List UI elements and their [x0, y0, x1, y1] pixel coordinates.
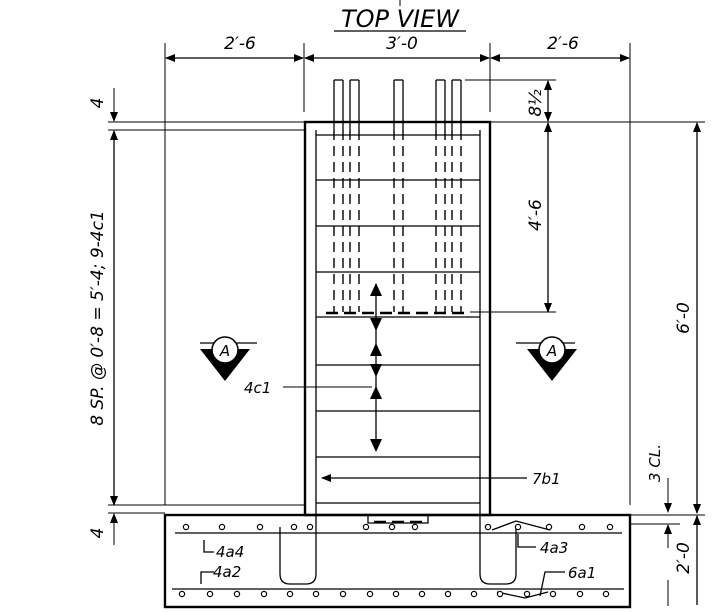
- right-width-label: 2′-6: [547, 34, 579, 54]
- section-marker-right: [516, 336, 577, 381]
- drawing-title: TOP VIEW: [341, 5, 460, 33]
- top-dimension-line: [164, 43, 631, 505]
- dowel-bars-hidden: [333, 130, 462, 312]
- wall-stem-outline: [303, 120, 492, 517]
- spacing-label: 8 SP. @ 0′-8 = 5′-4; 9-4c1: [88, 210, 108, 426]
- bar-a3-callout: 4a3: [540, 539, 568, 557]
- dowel-hook-right: [479, 515, 517, 585]
- bar-a1-callout: 6a1: [568, 564, 596, 582]
- dowel-bars: [333, 79, 462, 130]
- top-bar-dots: [182, 523, 614, 531]
- left-vertical-dimension: [108, 88, 304, 545]
- section-marker-left-label: A: [219, 342, 230, 360]
- footing-depth-label: 2′-0: [674, 542, 694, 574]
- bar-length-label: 4′-6: [526, 199, 546, 231]
- section-marker-right-label: A: [546, 342, 557, 360]
- left-width-label: 2′-6: [224, 34, 256, 54]
- overall-dimension: [490, 121, 705, 514]
- bottom-bar-dots: [178, 590, 610, 598]
- bar-a4-callout: 4a4: [216, 543, 244, 561]
- stirrup-spacing-arrows: [370, 283, 382, 452]
- bar-a1-leader: [539, 571, 565, 597]
- top-offset-label: 4: [88, 98, 108, 109]
- stirrup-bars: [316, 134, 480, 504]
- bottom-offset-label: 4: [88, 528, 108, 539]
- clearance-label: 3 CL.: [646, 444, 664, 482]
- overall-length-label: 6′-0: [674, 302, 694, 334]
- bar-a2-leader: [200, 571, 214, 584]
- dowel-hook-left: [279, 515, 317, 585]
- section-marker-left: [200, 336, 257, 381]
- center-width-label: 3′-0: [386, 34, 418, 54]
- footing-outline: [163, 513, 632, 609]
- longitudinal-callout: 7b1: [532, 470, 561, 488]
- bar-a3-bend: [491, 520, 551, 531]
- bar-a4-leader: [203, 540, 214, 553]
- clearance-dimension: [630, 478, 705, 548]
- right-bar-dimensions: [465, 79, 556, 313]
- stirrup-callout: 4c1: [244, 379, 271, 397]
- bar-a2-callout: 4a2: [213, 563, 241, 581]
- bar-a3-leader: [517, 534, 536, 548]
- bar-projection-label: 8½: [526, 89, 546, 117]
